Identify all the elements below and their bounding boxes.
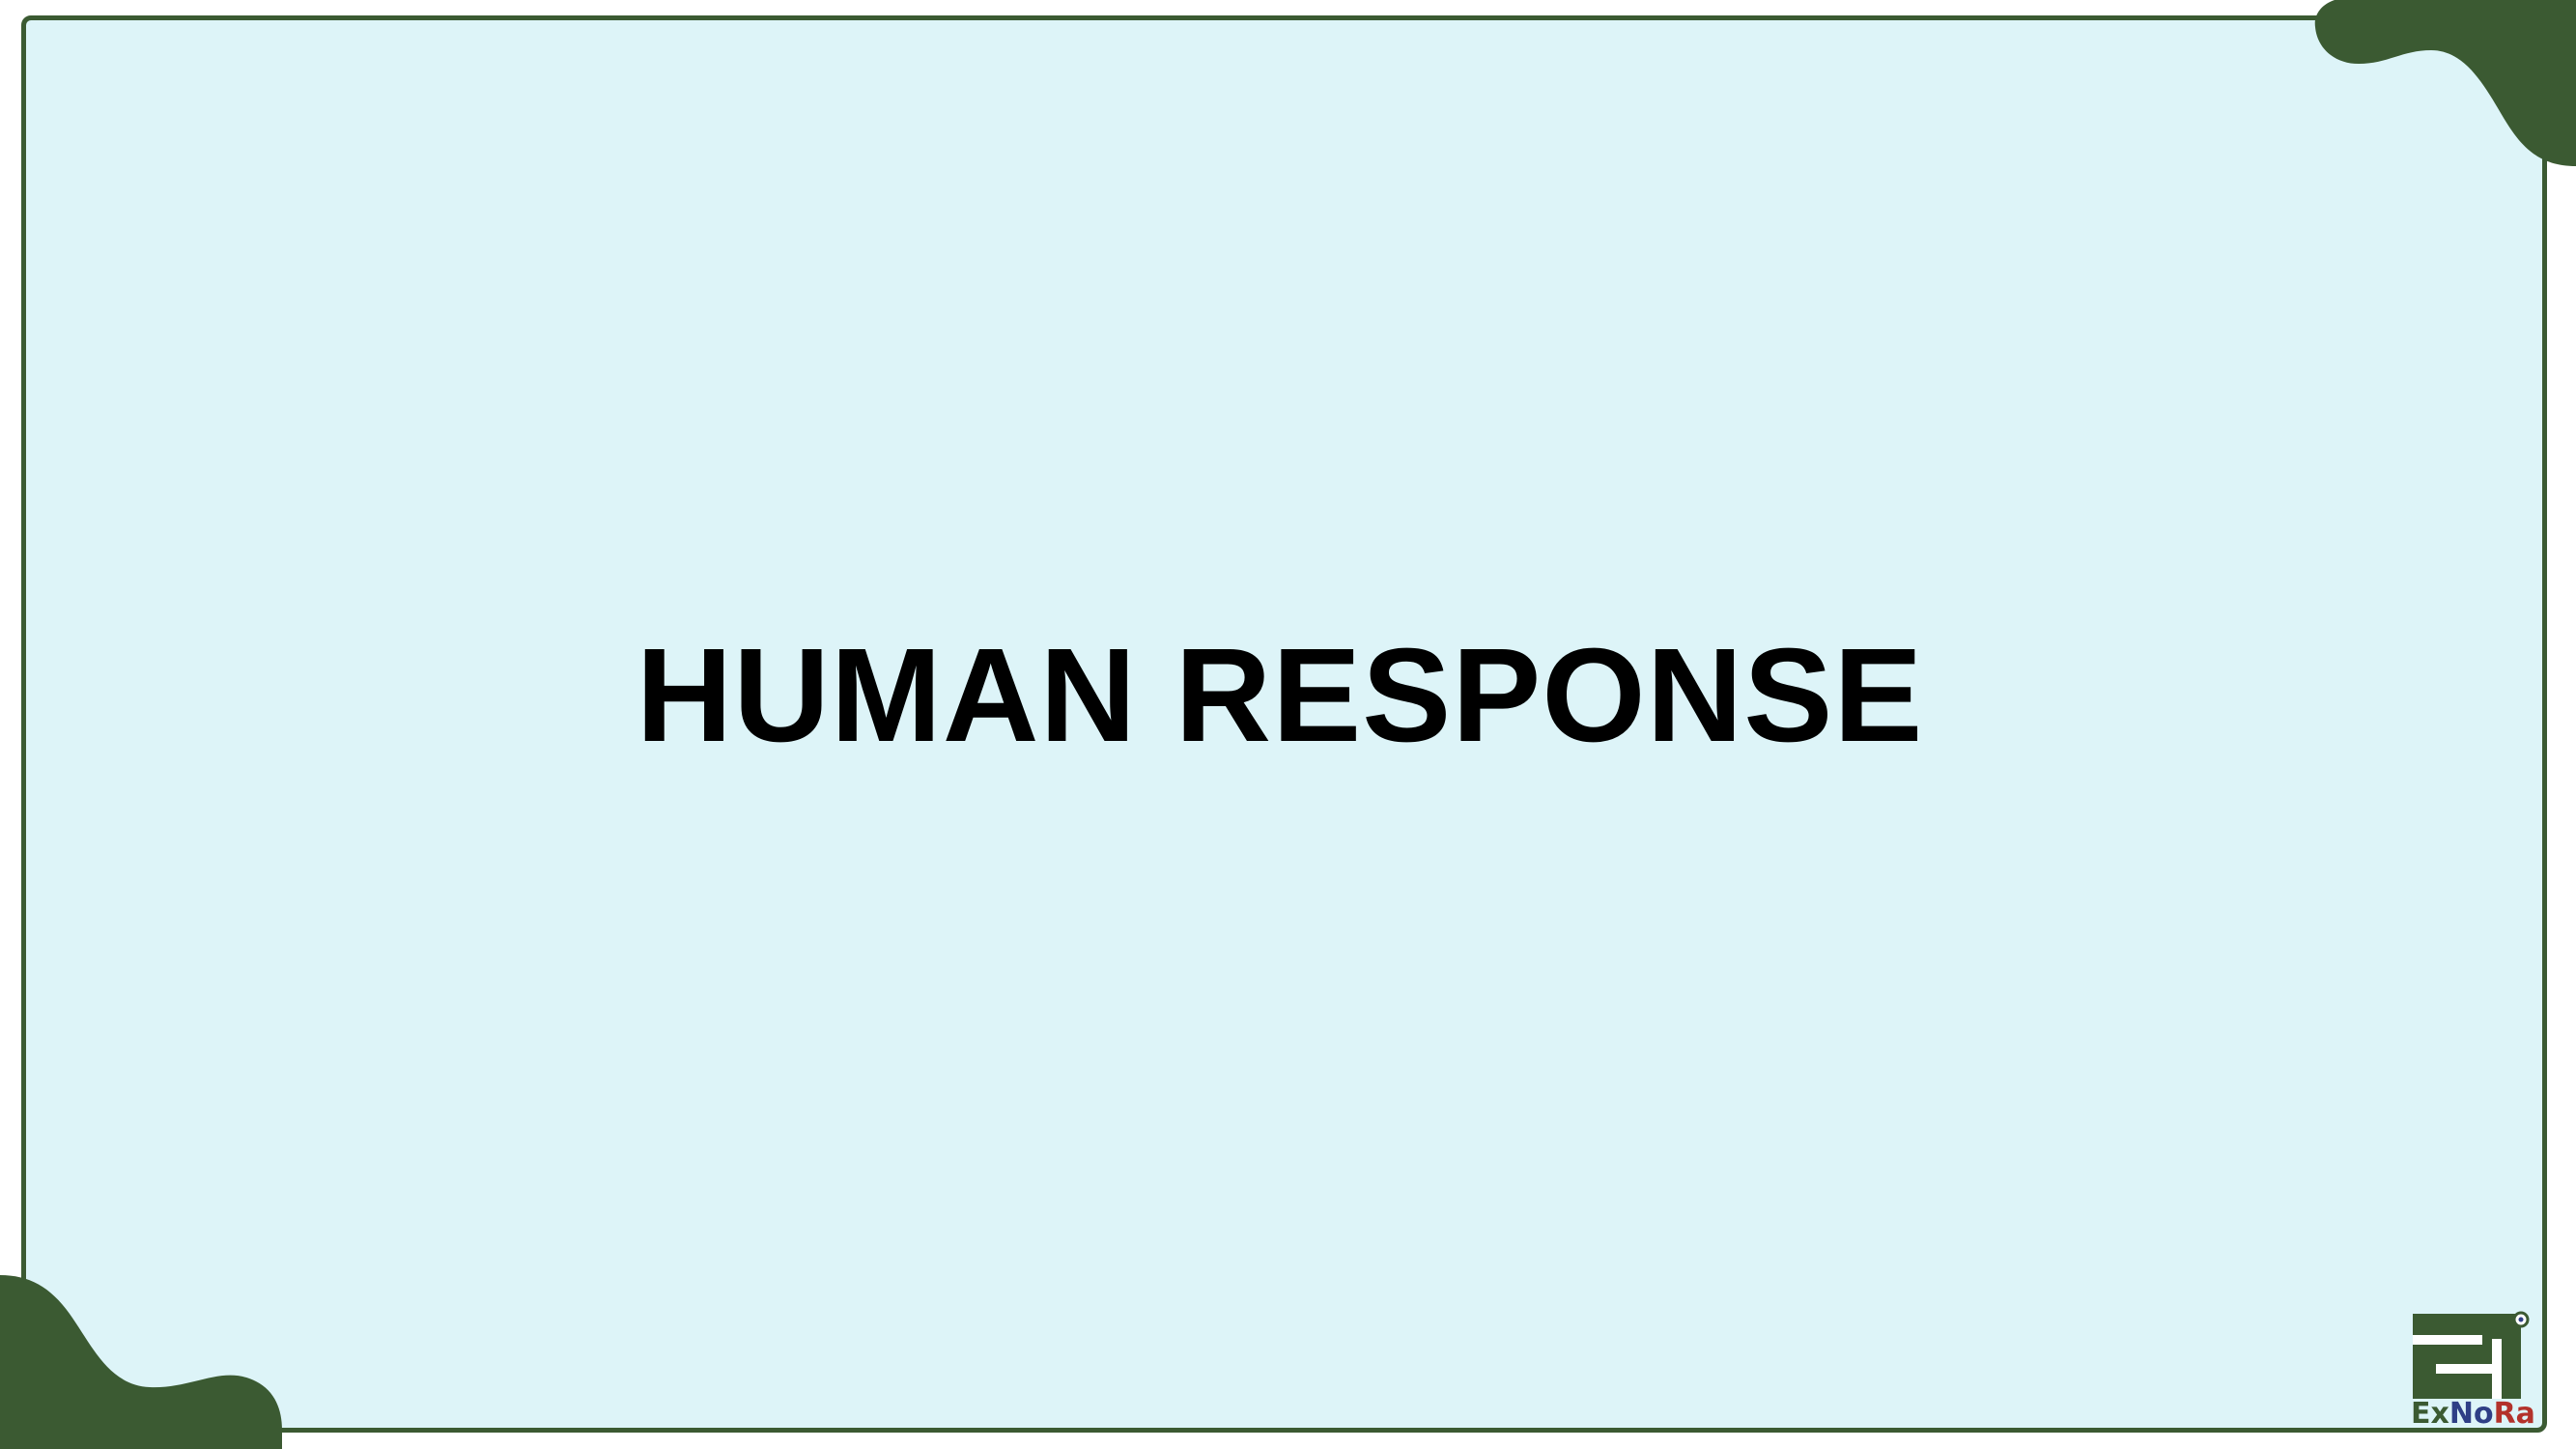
slide-title: HUMAN RESPONSE bbox=[636, 621, 1924, 770]
decorative-corner-bottom-left bbox=[0, 1275, 282, 1449]
exnora-logo-icon bbox=[2413, 1311, 2530, 1399]
exnora-logo: ExNoRa bbox=[2411, 1310, 2536, 1434]
logo-text-no: No bbox=[2449, 1397, 2494, 1431]
exnora-logo-text: ExNoRa bbox=[2411, 1397, 2536, 1432]
logo-text-ex: Ex bbox=[2411, 1397, 2449, 1431]
decorative-corner-top-right bbox=[2314, 0, 2576, 166]
slide-panel bbox=[21, 15, 2547, 1433]
logo-text-ra: Ra bbox=[2493, 1397, 2535, 1431]
